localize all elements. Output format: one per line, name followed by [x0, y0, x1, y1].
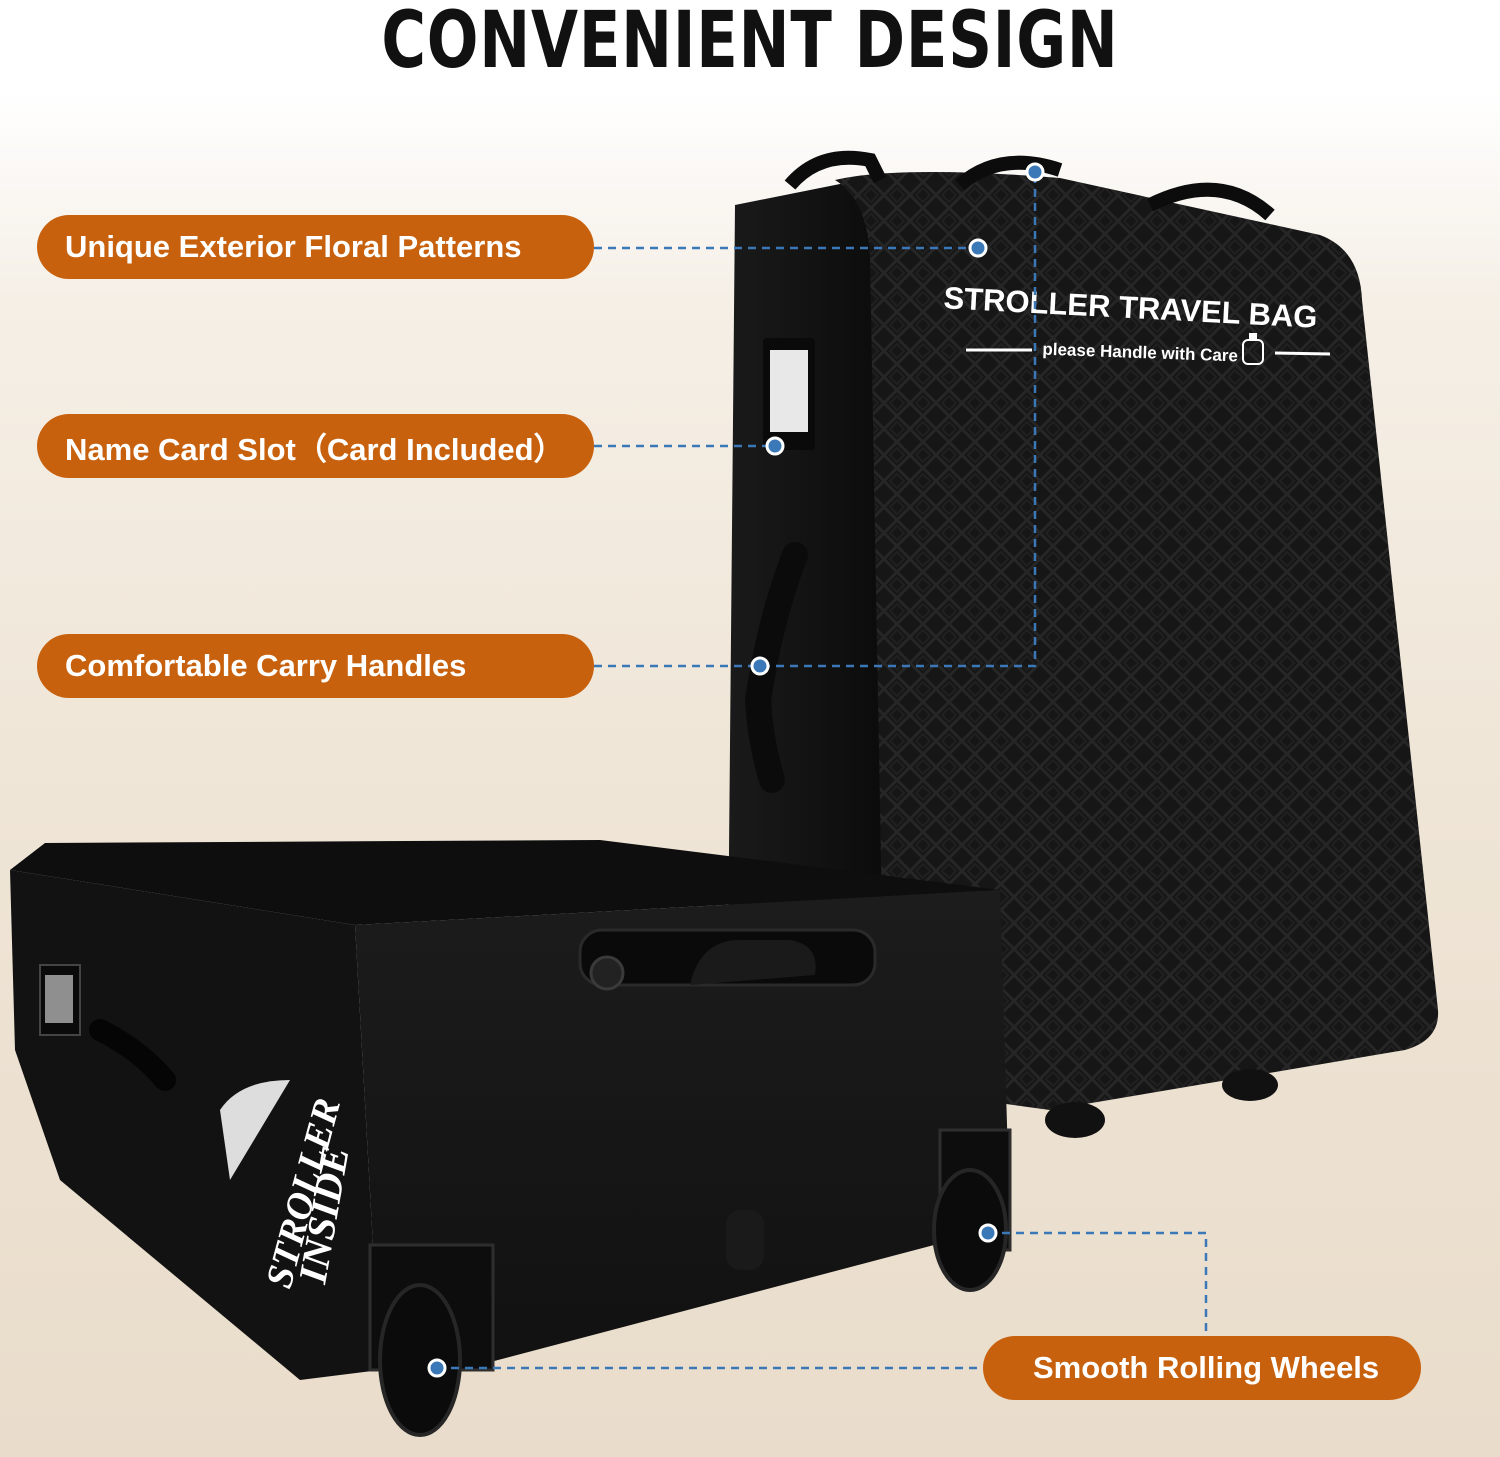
- lying-side-handle: [89, 1019, 176, 1091]
- callout-floral-patterns: Unique Exterior Floral Patterns: [37, 215, 594, 279]
- page-title: CONVENIENT DESIGN: [381, 0, 1119, 86]
- lying-bag-bottom-face: [355, 890, 1010, 1370]
- connector-dots: [427, 162, 1045, 1378]
- top-handle-right: [1146, 182, 1275, 221]
- connector-lines: [437, 172, 1208, 1370]
- wheel-right: [932, 1128, 1012, 1292]
- callout-handles-label: Comfortable Carry Handles: [65, 648, 467, 683]
- side-carry-handle: [744, 542, 808, 793]
- callout-rolling-wheels: Smooth Rolling Wheels: [983, 1336, 1421, 1400]
- top-handle-middle: [955, 155, 1063, 191]
- standing-wheel-left: [1045, 1102, 1105, 1138]
- name-card-slot: [763, 338, 815, 450]
- standing-bag-front: [835, 171, 1439, 1110]
- callout-name-card-slot: Name Card Slot（Card Included）: [37, 414, 594, 478]
- lying-bag-top: [10, 840, 1000, 925]
- baby-bottle-icon: [1242, 333, 1264, 365]
- callout-carry-handles: Comfortable Carry Handles: [37, 634, 594, 698]
- lying-bag: STROLLER INSIDE: [10, 840, 1012, 1437]
- callout-floral-label: Unique Exterior Floral Patterns: [65, 229, 522, 264]
- lying-bag-left-side: [10, 870, 380, 1380]
- wheel-left: [368, 1243, 495, 1437]
- callout-namecard-label: Name Card Slot（Card Included）: [65, 431, 565, 467]
- callout-wheels-label: Smooth Rolling Wheels: [1033, 1350, 1380, 1385]
- telescoping-handle: [578, 928, 877, 991]
- standing-wheel-right: [1222, 1069, 1278, 1101]
- stroller-logo-shape: [220, 1080, 290, 1180]
- center-foot: [726, 1210, 764, 1270]
- top-handle-left: [784, 150, 887, 190]
